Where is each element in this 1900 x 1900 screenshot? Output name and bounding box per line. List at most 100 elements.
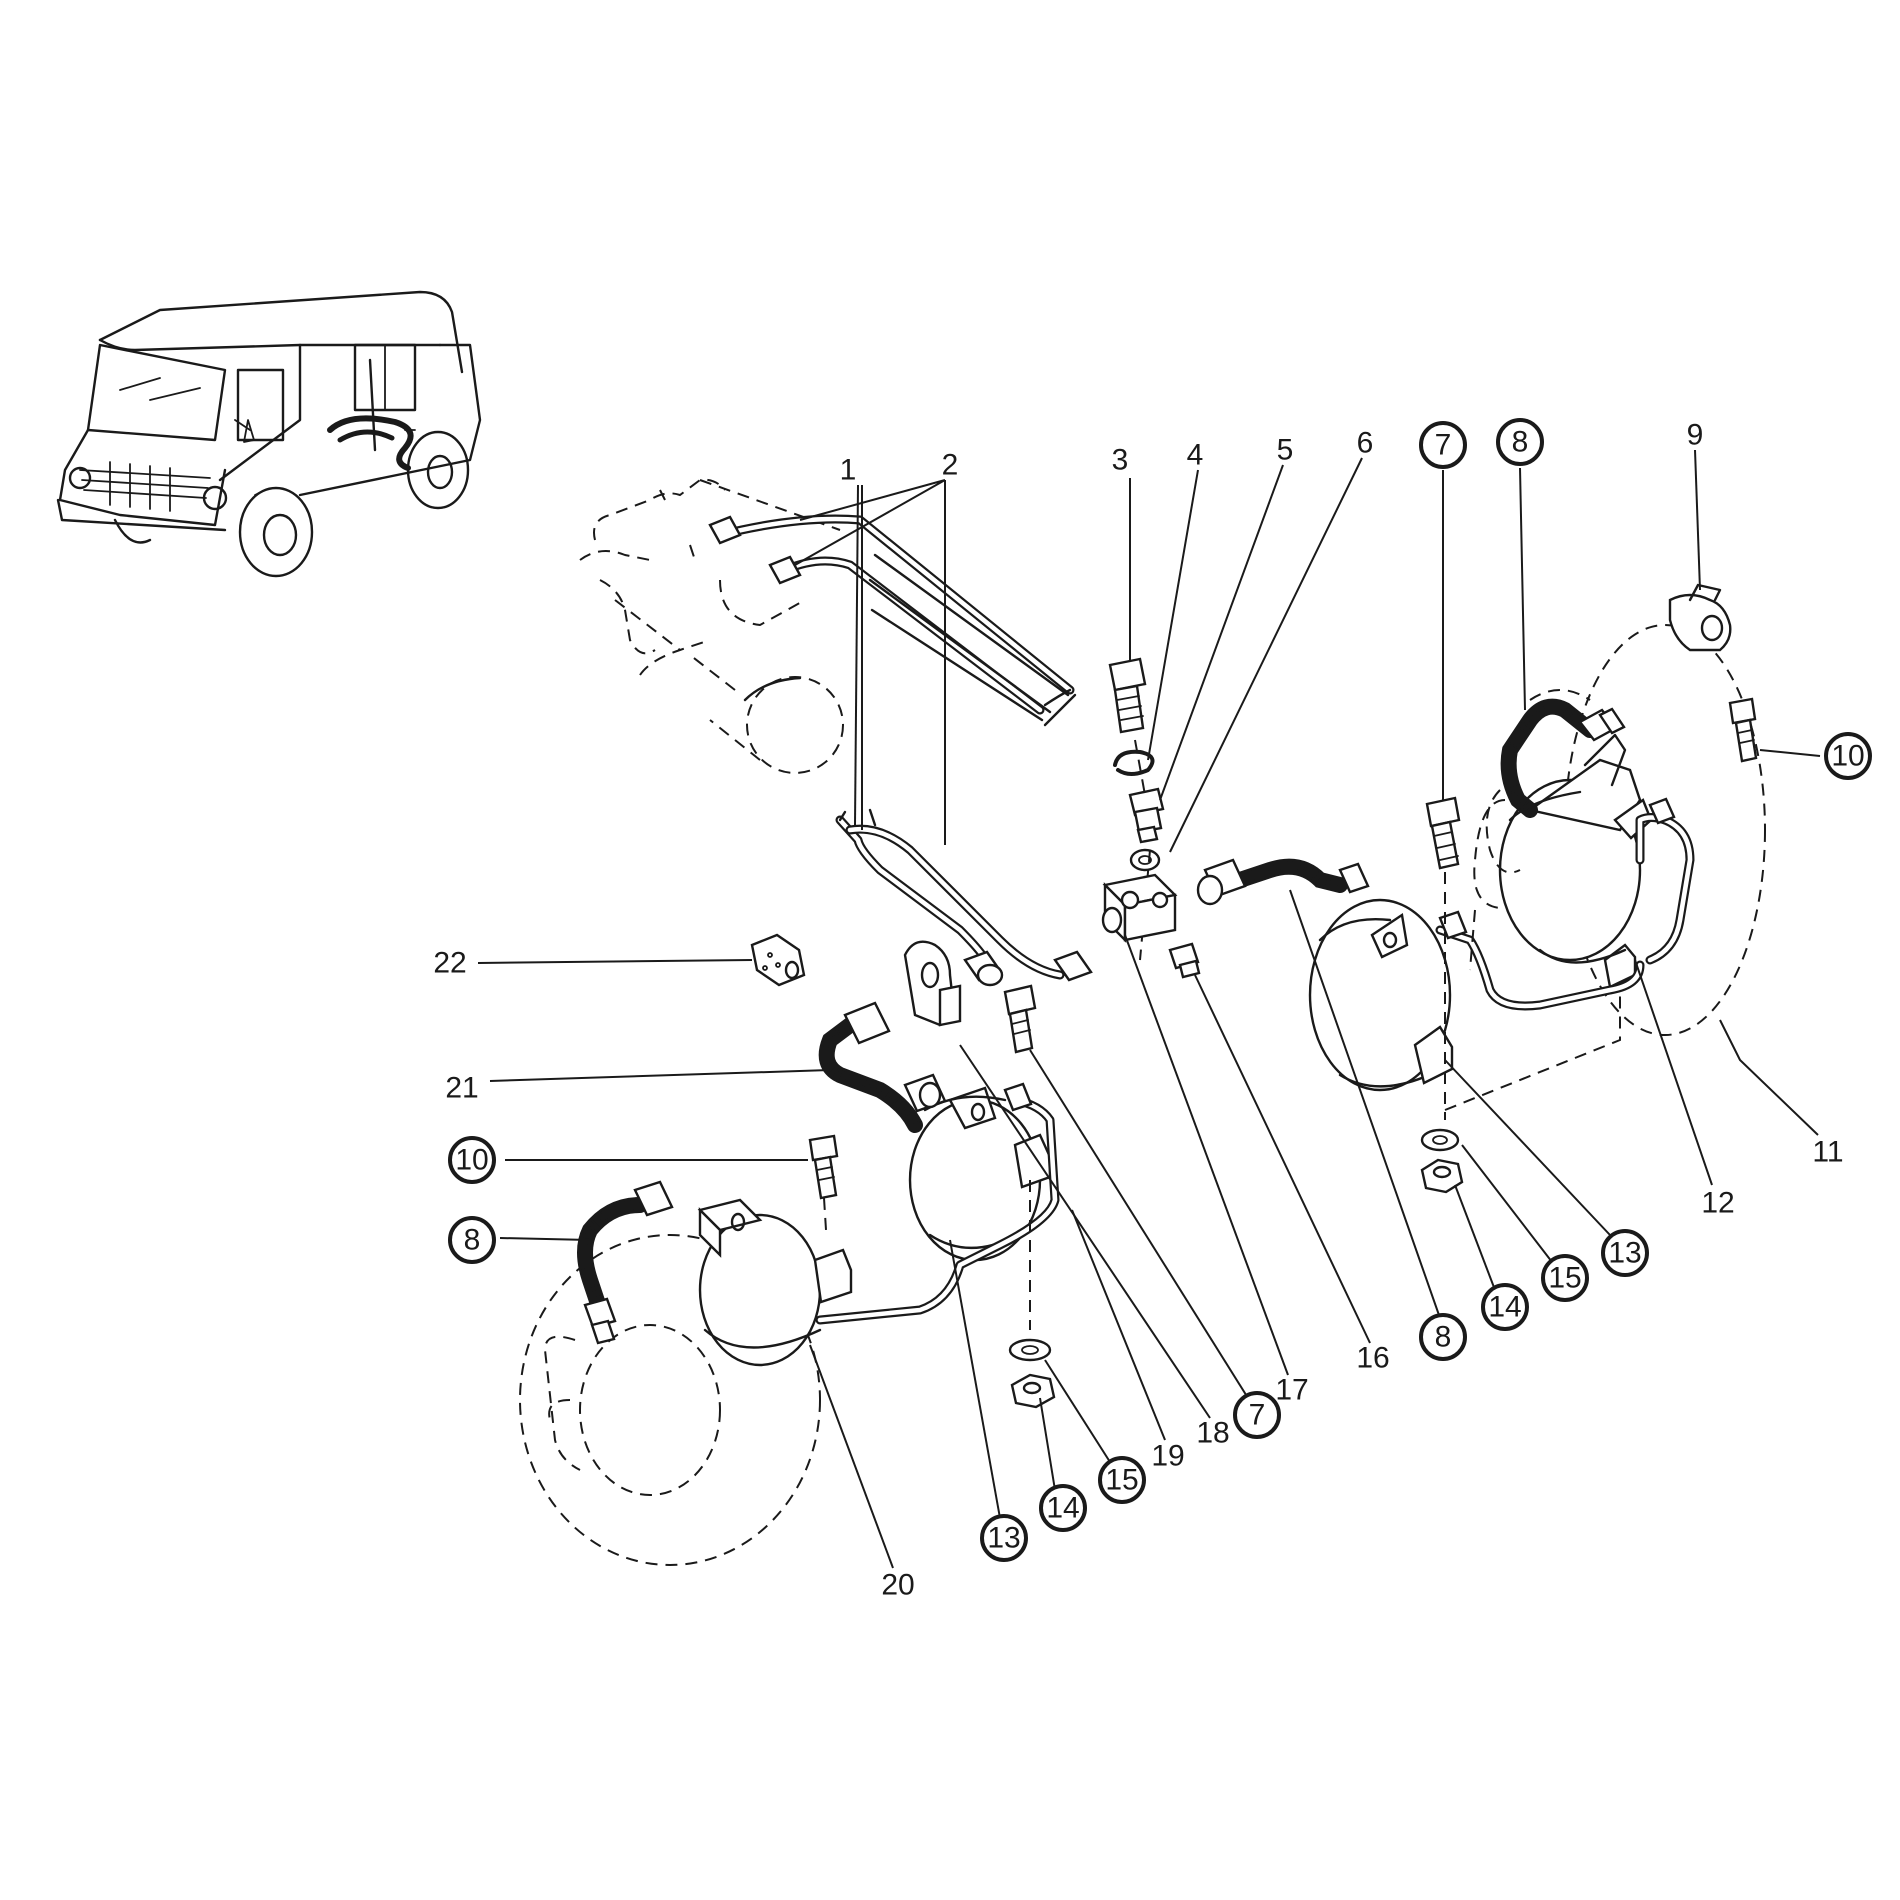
washer-15-right — [1420, 1128, 1460, 1152]
callout-number: 13 — [987, 1522, 1020, 1555]
callout-number: 15 — [1548, 1262, 1581, 1295]
callout-number: 8 — [1512, 426, 1529, 459]
callout-c10b: 10 — [448, 1136, 496, 1184]
bolt-7-left — [1003, 984, 1037, 1054]
callout-ring — [1541, 1254, 1589, 1302]
screw-16 — [1168, 942, 1201, 979]
callout-number: 5 — [1277, 434, 1294, 467]
callout-c7a: 7 — [1419, 421, 1467, 469]
callout-c22: 22 — [433, 947, 466, 980]
grommet-22 — [750, 933, 806, 987]
callout-c1: 1 — [840, 454, 857, 487]
caliper-13-left — [908, 1086, 1052, 1262]
callout-number: 10 — [455, 1144, 488, 1177]
nut-14-left — [1010, 1373, 1056, 1409]
callout-c19: 19 — [1151, 1440, 1184, 1473]
caliper-20 — [697, 1198, 853, 1367]
retaining-clip-9 — [1668, 583, 1732, 652]
callout-number: 8 — [464, 1224, 481, 1257]
spring-washer-4 — [1113, 749, 1155, 776]
callout-number: 10 — [1831, 740, 1864, 773]
bracket-18 — [903, 940, 962, 1027]
callout-number: 11 — [1812, 1136, 1843, 1169]
distribution-block-17 — [1101, 873, 1178, 943]
callout-number: 6 — [1357, 427, 1374, 460]
callout-ring — [1419, 421, 1467, 469]
callout-leader-lines — [477, 449, 1821, 1569]
callout-ring — [1098, 1456, 1146, 1504]
pipe-nut-distribution-right — [1053, 950, 1093, 982]
callout-number: 13 — [1608, 1237, 1641, 1270]
hose-8-fitting — [1578, 707, 1626, 742]
callout-ring — [448, 1136, 496, 1184]
callout-c11: 11 — [1812, 1136, 1843, 1169]
callout-number: 1 — [840, 454, 857, 487]
callout-number: 3 — [1112, 444, 1129, 477]
hose-21-fittings — [843, 1001, 947, 1113]
callout-c14b: 14 — [1039, 1484, 1087, 1532]
callout-c8b: 8 — [1419, 1313, 1467, 1361]
callout-number: 8 — [1435, 1321, 1452, 1354]
callout-c13a: 13 — [1601, 1229, 1649, 1277]
callout-c12: 12 — [1701, 1187, 1734, 1220]
nut-14-right — [1420, 1158, 1464, 1194]
pipe-nut-right-caliper — [1438, 797, 1676, 940]
caliper-13-right — [1308, 898, 1454, 1092]
callout-c8c: 8 — [448, 1216, 496, 1264]
callout-ring — [1419, 1313, 1467, 1361]
pipe-nut-distribution-left — [963, 950, 1004, 987]
callout-number: 15 — [1105, 1464, 1138, 1497]
callout-number: 16 — [1356, 1342, 1389, 1375]
callout-c3: 3 — [1112, 444, 1129, 477]
callout-ring — [448, 1216, 496, 1264]
callout-c13b: 13 — [980, 1514, 1028, 1562]
callout-c5: 5 — [1277, 434, 1294, 467]
vehicle-locator-illustration — [56, 290, 482, 578]
callout-number: 21 — [445, 1072, 478, 1105]
callout-number: 4 — [1187, 439, 1204, 472]
bolt-7-right — [1425, 796, 1461, 870]
washer-15-left — [1008, 1338, 1052, 1362]
pipe-nut-lower — [768, 555, 802, 585]
callout-number: 22 — [433, 947, 466, 980]
callout-number: 12 — [1701, 1187, 1734, 1220]
callout-ring — [1601, 1229, 1649, 1277]
callout-c15a: 15 — [1541, 1254, 1589, 1302]
callout-ring — [1824, 732, 1872, 780]
callout-number: 7 — [1249, 1399, 1266, 1432]
callout-c17: 17 — [1275, 1374, 1308, 1407]
hose-fitting-middle — [1196, 858, 1370, 906]
hose-8-left-fitting — [583, 1180, 674, 1345]
callout-ring — [1039, 1484, 1087, 1532]
callout-ring — [1481, 1283, 1529, 1331]
callout-number: 14 — [1488, 1291, 1521, 1324]
callout-number: 7 — [1435, 429, 1452, 462]
callout-c16: 16 — [1356, 1342, 1389, 1375]
callout-c21: 21 — [445, 1072, 478, 1105]
master-cylinder-outline — [579, 478, 844, 774]
callout-c14a: 14 — [1481, 1283, 1529, 1331]
callout-c20: 20 — [881, 1569, 914, 1602]
pipe-nut-left-caliper — [1003, 1082, 1033, 1112]
callout-c4: 4 — [1187, 439, 1204, 472]
bolt-3 — [1108, 657, 1147, 734]
caliper-12 — [1498, 733, 1653, 989]
callout-number: 17 — [1275, 1374, 1308, 1407]
callout-number: 18 — [1196, 1417, 1229, 1450]
bolt-10-right — [1728, 697, 1758, 763]
callout-ring — [1496, 418, 1544, 466]
callout-number: 2 — [942, 449, 959, 482]
callout-c2: 2 — [942, 449, 959, 482]
callout-c6: 6 — [1357, 427, 1374, 460]
callout-ring — [980, 1514, 1028, 1562]
callout-c10a: 10 — [1824, 732, 1872, 780]
callout-ring — [1233, 1391, 1281, 1439]
washer-6 — [1129, 848, 1161, 872]
callout-number: 20 — [881, 1569, 914, 1602]
callout-c18: 18 — [1196, 1417, 1229, 1450]
callout-c9: 9 — [1687, 419, 1704, 452]
callout-number: 9 — [1687, 419, 1704, 452]
valve-5 — [1128, 787, 1165, 844]
